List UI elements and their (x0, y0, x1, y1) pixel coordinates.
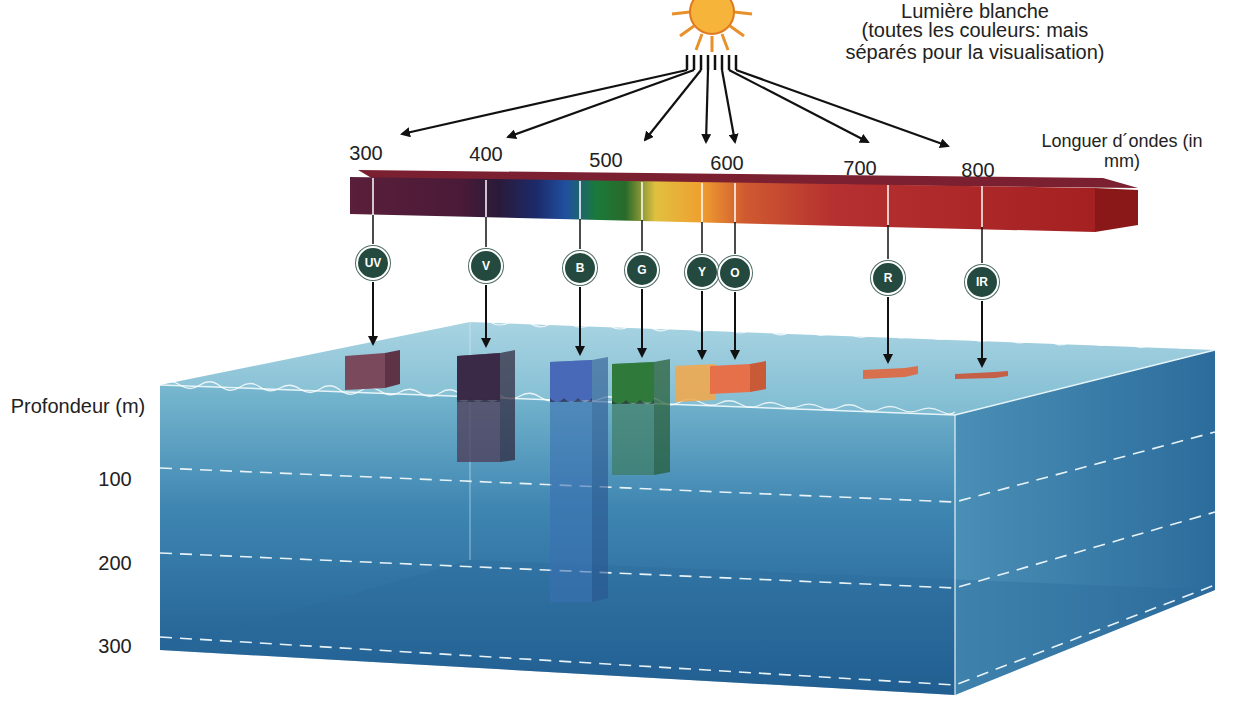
color-circle: Y (685, 255, 719, 289)
color-code: R (884, 272, 893, 284)
axis-title: Longuer d´ondes (in mm) (1027, 132, 1217, 172)
color-circle: R (871, 261, 905, 295)
color-circle: O (718, 256, 752, 290)
color-circle: G (625, 253, 659, 287)
title-text: Lumière blanche (825, 0, 1125, 22)
wavelength-tick: 300 (336, 142, 396, 164)
subtitle-text: (toutes les couleurs: mais séparés pour … (825, 19, 1125, 63)
wavelength-tick: 600 (697, 152, 757, 174)
color-code: O (730, 267, 739, 279)
color-circle: B (563, 251, 597, 285)
color-code: B (576, 262, 585, 274)
sun (672, 0, 752, 70)
color-code: IR (976, 276, 988, 288)
depth-tick: 200 (90, 552, 140, 574)
wavelength-tick: 800 (948, 159, 1008, 181)
wavelength-tick: 700 (830, 157, 890, 179)
color-circle: IR (965, 265, 999, 299)
color-code: V (482, 260, 490, 272)
depth-tick: 300 (90, 635, 140, 657)
color-code: Y (698, 266, 706, 278)
axis-title: Profondeur (m) (3, 395, 153, 417)
color-code: G (637, 264, 646, 276)
color-code: UV (365, 257, 382, 269)
depth-tick: 100 (90, 468, 140, 490)
wavelength-tick: 400 (456, 143, 516, 165)
color-circle: V (469, 249, 503, 283)
wavelength-tick: 500 (576, 149, 636, 171)
color-circle: UV (356, 246, 390, 280)
